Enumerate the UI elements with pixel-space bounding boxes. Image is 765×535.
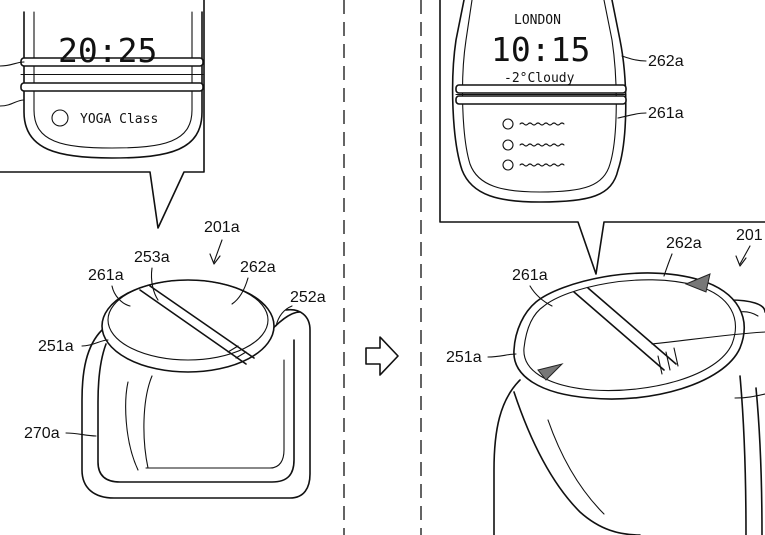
label-upper-display-left: 262a	[240, 259, 276, 276]
transition-arrow-icon	[365, 336, 399, 376]
label-bezel-right: 251a	[446, 349, 482, 366]
label-screen-upper-right: 262a	[648, 53, 684, 70]
list-bullet-icon	[502, 159, 514, 171]
arrow-device-right	[739, 245, 751, 265]
label-bezel-left: 251a	[38, 338, 74, 355]
left-watch	[81, 279, 311, 499]
right-watch	[493, 272, 765, 535]
right-screen-time: 10:15	[491, 30, 590, 69]
arrow-device-left	[213, 239, 223, 263]
list-bullet-icon	[502, 139, 514, 151]
right-callout-box	[439, 0, 765, 275]
right-city: LONDON	[514, 13, 561, 28]
label-divider-left: 253a	[134, 249, 170, 266]
left-event-label: YOGA Class	[80, 112, 158, 127]
label-screen-lower-right: 261a	[648, 105, 684, 122]
right-weather: -2°Cloudy	[504, 71, 575, 86]
label-device-right: 201	[736, 227, 763, 244]
label-side-part-left: 252a	[290, 289, 326, 306]
label-lower-display-right: 261a	[512, 267, 548, 284]
direction-arrow-icon	[684, 273, 711, 293]
label-upper-display-right: 262a	[666, 235, 702, 252]
right-screen-zoom: LONDON 10:15 -2°Cloudy	[451, 0, 627, 203]
direction-arrow-icon	[537, 363, 564, 381]
left-callout-box	[0, 0, 205, 229]
label-strap-left: 270a	[24, 425, 60, 442]
label-lower-display-left: 261a	[88, 267, 124, 284]
list-bullet-icon	[502, 118, 514, 130]
left-screen-time: 20:25	[58, 31, 157, 70]
event-bullet-icon	[51, 109, 69, 127]
label-device-left: 201a	[204, 219, 240, 236]
left-screen-zoom: 20:25 YOGA Class	[0, 11, 204, 159]
